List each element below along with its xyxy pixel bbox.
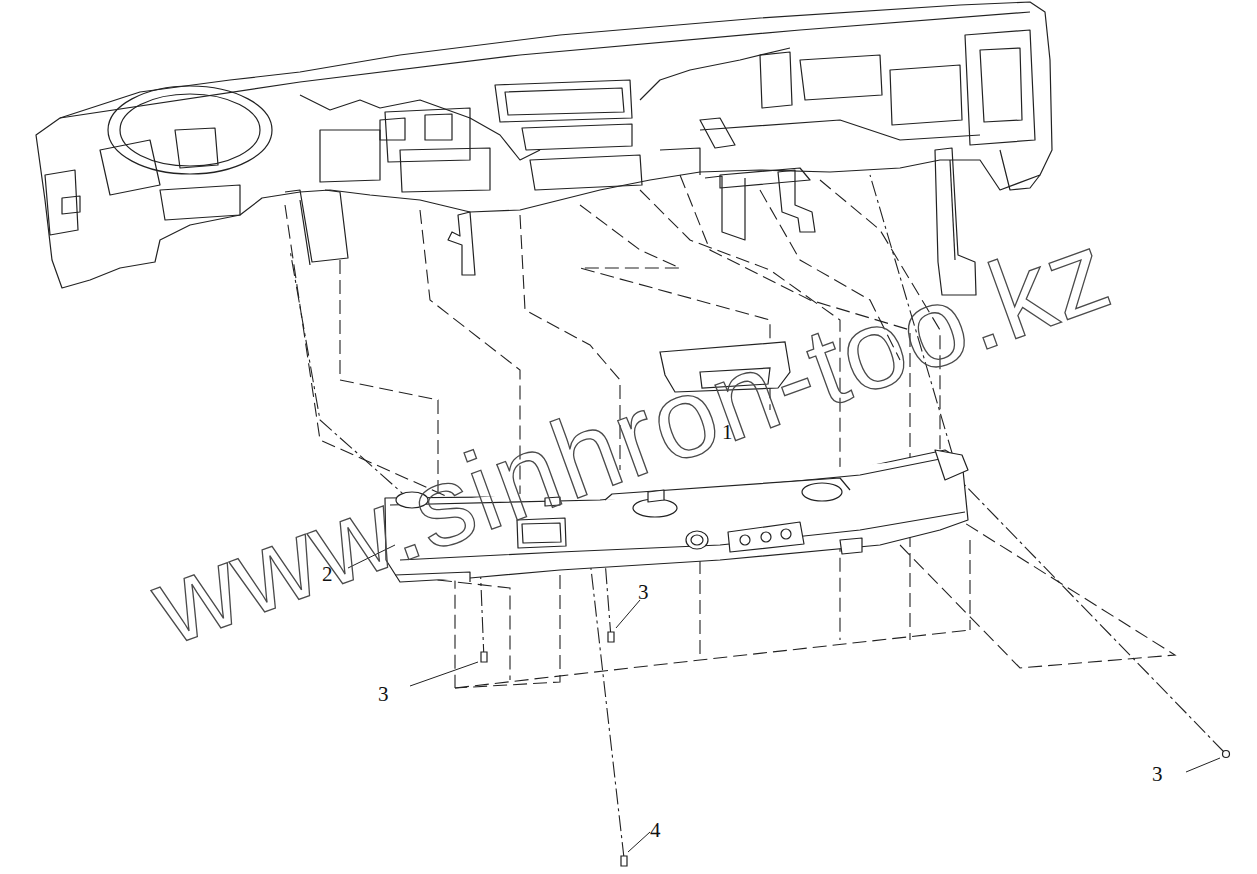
upper-dashboard-part xyxy=(62,196,80,214)
upper-dashboard-part xyxy=(448,212,475,275)
upper-dashboard-part xyxy=(300,200,310,265)
upper-dashboard-part xyxy=(700,120,980,140)
lower-console-part xyxy=(728,522,804,552)
upper-dashboard-part xyxy=(100,140,160,195)
callout-number: 4 xyxy=(650,820,661,841)
upper-dashboard-part xyxy=(778,170,815,232)
upper-dashboard-part xyxy=(400,148,490,192)
dashed-assembly-lines-part-part xyxy=(590,560,624,858)
leader-lines-part xyxy=(1186,758,1220,772)
upper-dashboard-part xyxy=(522,124,632,150)
screws-part xyxy=(608,632,614,642)
lower-console-part xyxy=(691,535,703,545)
upper-dashboard-part xyxy=(300,95,540,160)
screws-part xyxy=(1223,751,1230,758)
lower-console-part xyxy=(740,535,750,545)
upper-dashboard-part xyxy=(965,30,1035,145)
dashed-assembly-lines-part-part xyxy=(455,630,970,688)
upper-dashboard-part xyxy=(320,130,380,182)
upper-dashboard-part xyxy=(160,185,240,220)
lower-console-part xyxy=(761,532,771,542)
callout-number: 3 xyxy=(1152,764,1163,785)
upper-dashboard-part xyxy=(505,88,624,115)
upper-dashboard-part xyxy=(705,176,745,240)
upper-dashboard-part xyxy=(890,65,962,125)
lower-console-part xyxy=(781,529,791,539)
lower-console-part xyxy=(686,531,708,549)
lower-console-part xyxy=(840,538,862,554)
upper-dashboard-part xyxy=(700,118,735,148)
callout-number: 3 xyxy=(638,582,649,603)
leader-lines-part xyxy=(616,600,640,628)
dashed-assembly-lines-part-part xyxy=(455,575,560,688)
callout-number: 3 xyxy=(378,684,389,705)
upper-dashboard-part xyxy=(36,2,1052,288)
upper-dashboard-part xyxy=(760,52,792,108)
upper-dashboard-part xyxy=(285,190,348,262)
upper-dashboard xyxy=(36,2,1052,295)
screws-part xyxy=(621,856,627,866)
upper-dashboard-part xyxy=(175,128,218,168)
upper-dashboard-part xyxy=(640,48,790,100)
upper-dashboard-part xyxy=(660,148,700,175)
dashed-assembly-lines-part-part xyxy=(285,205,455,688)
lower-console-part xyxy=(935,450,968,480)
upper-dashboard-part xyxy=(950,160,955,260)
upper-dashboard-part xyxy=(800,55,882,100)
upper-dashboard-part xyxy=(385,108,470,162)
upper-dashboard-part xyxy=(980,48,1022,122)
watermark: www.sinhron-too.kz xyxy=(140,213,1125,663)
upper-dashboard-part xyxy=(530,155,642,190)
upper-dashboard-part xyxy=(425,114,452,140)
upper-dashboard-part xyxy=(380,118,405,140)
upper-dashboard-part xyxy=(60,12,1030,118)
dashed-assembly-lines-part-part xyxy=(699,560,700,660)
leader-lines-part xyxy=(628,832,650,852)
screws-part xyxy=(481,652,487,662)
upper-dashboard-part xyxy=(120,94,260,166)
upper-dashboard-part xyxy=(108,86,272,174)
dashed-assembly-lines-part-part xyxy=(900,520,1175,668)
lower-console-part xyxy=(802,483,842,501)
screws xyxy=(481,632,1230,866)
leader-lines xyxy=(348,545,1220,852)
dashed-assembly-lines-part-part xyxy=(605,560,611,638)
upper-dashboard-part xyxy=(720,168,810,188)
leader-lines-part xyxy=(410,662,478,686)
upper-dashboard-part xyxy=(1000,150,1040,190)
upper-dashboard-part xyxy=(495,80,632,122)
lower-console-part xyxy=(648,490,664,502)
